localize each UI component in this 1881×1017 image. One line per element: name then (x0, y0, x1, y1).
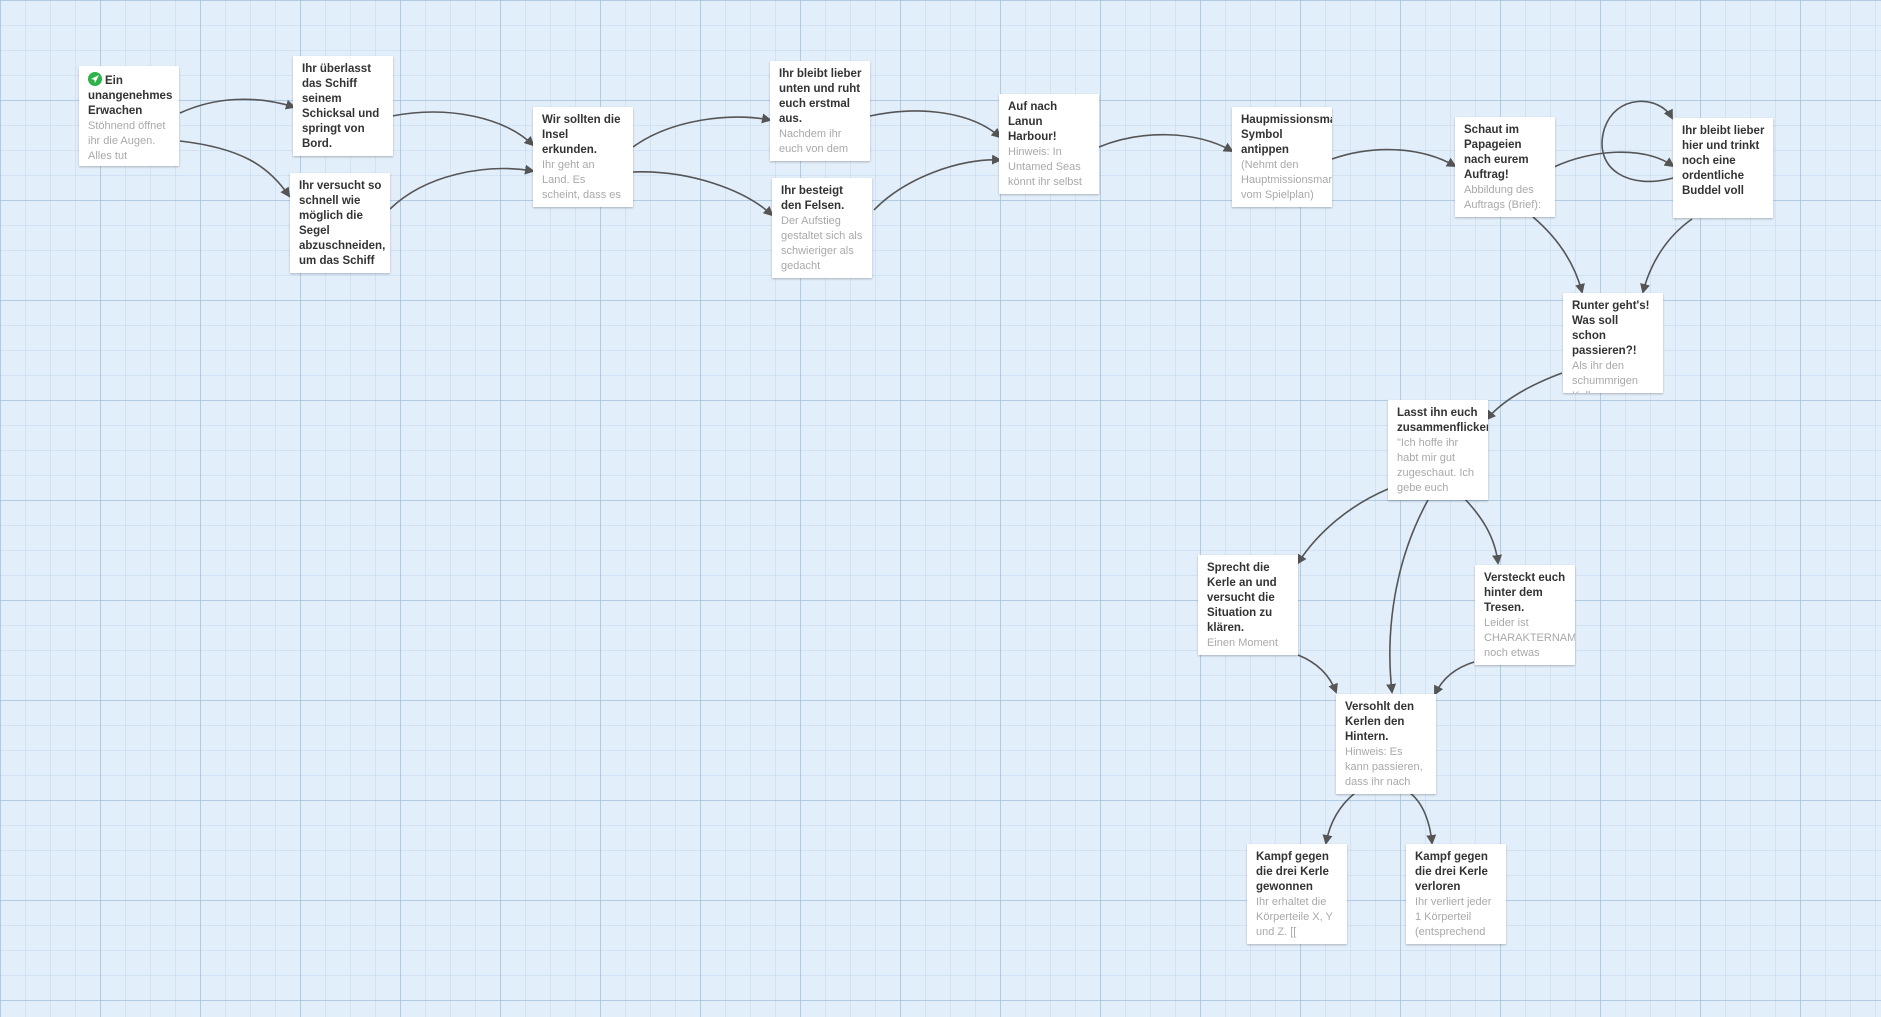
passage-title: Auf nach Lanun Harbour! (1008, 101, 1058, 143)
passage-excerpt: Der Aufstieg gestaltet sich als schwieri… (781, 215, 863, 272)
passage-card[interactable]: Kampf gegen die drei Kerle verloren Ihr … (1406, 844, 1506, 944)
link-p12-p13 (1296, 488, 1389, 565)
passage-excerpt: Abbildung des Auftrags (Brief): (1464, 184, 1542, 211)
passage-title: Kampf gegen die drei Kerle verloren (1415, 851, 1488, 893)
link-p4-p6 (632, 171, 774, 217)
passage-excerpt: Ihr verliert jeder 1 Körperteil (entspre… (1415, 896, 1492, 938)
passage-title: Ihr versucht so schnell wie möglich die … (299, 180, 386, 267)
passage-card[interactable]: Ihr versucht so schnell wie möglich die … (290, 173, 390, 273)
link-p12-p14 (1463, 497, 1503, 565)
passage-excerpt: Hinweis: In Untamed Seas könnt ihr selbs… (1008, 146, 1082, 188)
passage-excerpt: Leider ist CHARAKTERNAME noch etwas (1484, 617, 1575, 659)
passage-title: Ein unangenehmes Erwachen (88, 72, 172, 119)
link-p10-p11 (1640, 218, 1693, 294)
passage-excerpt: Nachdem ihr euch von dem (779, 128, 849, 155)
link-p3-p4 (389, 164, 535, 210)
link-p4-p5 (632, 113, 772, 148)
passage-excerpt: Einen Moment (1207, 637, 1278, 649)
passage-excerpt: Stöhnend öffnet ihr die Augen. Alles tut (88, 120, 166, 162)
passage-card[interactable]: Lasst ihn euch zusammenflicken "Ich hoff… (1388, 400, 1488, 500)
passage-title: Runter geht's! Was soll schon passieren?… (1572, 300, 1650, 357)
passage-title: Ihr bleibt lieber unten und ruht euch er… (779, 68, 862, 125)
passage-card[interactable]: Ihr bleibt lieber hier und trinkt noch e… (1673, 118, 1773, 218)
passage-card[interactable]: Ihr überlasst das Schiff seinem Schicksa… (293, 56, 393, 156)
passage-card[interactable]: Schaut im Papageien nach eurem Auftrag! … (1455, 117, 1555, 217)
passage-excerpt: (Nehmt den Hauptmissionsmarker vom Spiel… (1241, 159, 1332, 201)
passage-card[interactable]: Ein unangenehmes Erwachen Stöhnend öffne… (79, 66, 179, 166)
passage-card[interactable]: Sprecht die Kerle an und versucht die Si… (1198, 555, 1298, 655)
passage-card[interactable]: Versteckt euch hinter dem Tresen. Leider… (1475, 565, 1575, 665)
start-rocket-icon (88, 72, 102, 86)
link-p5-p7 (869, 110, 1002, 139)
passage-title: Ihr besteigt den Felsen. (781, 185, 845, 212)
passage-excerpt: "Ich hoffe ihr habt mir gut zugeschaut. … (1397, 437, 1475, 494)
link-p9-p11 (1532, 216, 1585, 294)
link-p2-p4 (391, 111, 535, 147)
passage-title: Versteckt euch hinter dem Tresen. (1484, 572, 1566, 614)
passage-excerpt: Hinweis: Es kann passieren, dass ihr nac… (1345, 746, 1423, 788)
passage-title: Sprecht die Kerle an und versucht die Si… (1207, 562, 1277, 634)
passage-card[interactable]: Ihr bleibt lieber unten und ruht euch er… (770, 61, 870, 161)
passage-card[interactable]: Runter geht's! Was soll schon passieren?… (1563, 293, 1663, 393)
link-p7-p8 (1098, 133, 1234, 152)
link-p6-p7 (873, 154, 1002, 211)
link-p1-p3 (179, 140, 291, 198)
link-p12-p15 (1386, 499, 1429, 694)
passage-title: Wir sollten die Insel erkunden. (542, 114, 621, 156)
link-p8-p9 (1331, 148, 1457, 167)
passage-card[interactable]: Haupmissionsmarker Symbol antippen (Nehm… (1232, 107, 1332, 207)
passage-card[interactable]: Kampf gegen die drei Kerle gewonnen Ihr … (1247, 844, 1347, 944)
link-p9-p10 (1553, 151, 1675, 168)
passage-title: Lasst ihn euch zusammenflicken (1397, 407, 1488, 434)
passage-title: Kampf gegen die drei Kerle gewonnen (1256, 851, 1329, 893)
passage-card[interactable]: Wir sollten die Insel erkunden. Ihr geht… (533, 107, 633, 207)
passage-title: Versohlt den Kerlen den Hintern. (1345, 701, 1415, 743)
passage-title: Ihr überlasst das Schiff seinem Schicksa… (302, 63, 380, 150)
passage-title: Schaut im Papageien nach eurem Auftrag! (1464, 124, 1529, 181)
passage-excerpt: Als ihr den schummrigen Kellerraum (1572, 360, 1639, 393)
link-p15-p16 (1322, 792, 1356, 845)
passage-title: Haupmissionsmarker Symbol antippen (1241, 114, 1332, 156)
passage-card[interactable]: Auf nach Lanun Harbour! Hinweis: In Unta… (999, 94, 1099, 194)
link-p1-p2 (179, 98, 296, 114)
link-p15-p17 (1409, 792, 1437, 845)
passage-card[interactable]: Versohlt den Kerlen den Hintern. Hinweis… (1336, 694, 1436, 794)
link-p13-p15 (1297, 654, 1338, 694)
passage-card[interactable]: Ihr besteigt den Felsen. Der Aufstieg ge… (772, 178, 872, 278)
passage-title: Ihr bleibt lieber hier und trinkt noch e… (1682, 125, 1765, 197)
passage-excerpt: Ihr geht an Land. Es scheint, dass es (542, 159, 621, 201)
passage-excerpt: Ihr erhaltet die Körperteile X, Y und Z.… (1256, 896, 1333, 938)
link-p10-self (1601, 100, 1674, 183)
link-p11-p12 (1485, 372, 1563, 421)
link-p14-p15 (1434, 661, 1475, 696)
